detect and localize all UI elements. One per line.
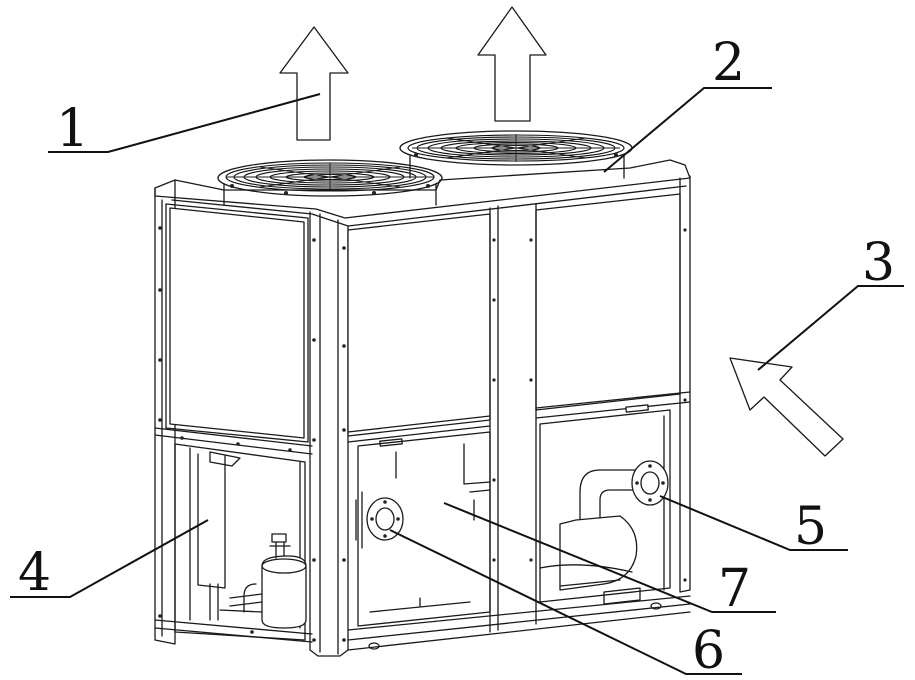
fan-left xyxy=(217,159,443,206)
callout-1: 1 xyxy=(48,93,321,159)
callout-6: 6 xyxy=(389,529,742,680)
label-1: 1 xyxy=(56,99,89,159)
label-2: 2 xyxy=(712,33,745,93)
intake-arrow xyxy=(729,357,844,457)
label-3: 3 xyxy=(862,233,895,293)
corner-post xyxy=(309,211,349,657)
callout-4: 4 xyxy=(10,519,209,603)
water-inlet-flange xyxy=(355,491,404,549)
label-7: 7 xyxy=(718,559,751,619)
callout-3: 3 xyxy=(757,233,904,371)
label-4: 4 xyxy=(18,543,51,603)
exhaust-arrow-left xyxy=(279,26,349,141)
label-6: 6 xyxy=(692,621,725,680)
water-outlet-pipe xyxy=(539,460,669,605)
front-face xyxy=(347,175,691,651)
callout-7: 7 xyxy=(443,502,776,619)
exhaust-arrow-right xyxy=(477,6,547,122)
callout-2: 2 xyxy=(603,33,772,173)
top-frame xyxy=(154,159,691,227)
label-5: 5 xyxy=(794,497,827,557)
compressor xyxy=(209,533,307,629)
callout-5: 5 xyxy=(659,495,848,557)
